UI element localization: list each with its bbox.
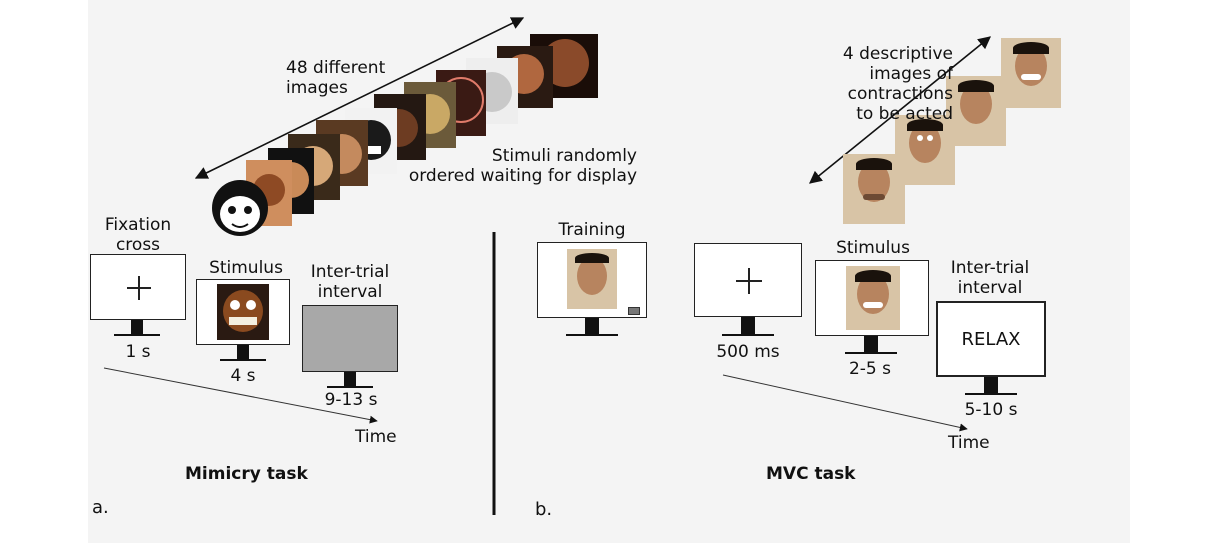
monitor-stand <box>237 345 249 359</box>
fixation-monitor-b <box>694 243 802 317</box>
monitor-base <box>327 386 373 388</box>
image-set-arrow-a <box>194 17 525 179</box>
stimulus-image-a <box>217 284 269 340</box>
training-face-image <box>567 249 617 309</box>
monitor-base <box>220 359 266 361</box>
fixation-time-b: 500 ms <box>716 342 780 362</box>
iti-monitor-a <box>302 305 398 372</box>
stimulus-label-b: Stimulus <box>836 238 910 258</box>
time-label-a: Time <box>355 427 397 447</box>
training-monitor <box>537 242 647 318</box>
stimulus-monitor-a <box>196 279 290 345</box>
panel-letter-a: a. <box>92 497 109 518</box>
task-title-b: MVC task <box>766 464 856 484</box>
fixation-cross <box>127 276 151 300</box>
iti-label-b-text: Inter-trial interval <box>950 258 1030 298</box>
images-label-b-text: 4 descriptive images of contractions to … <box>842 44 953 124</box>
monitor-base <box>114 334 160 336</box>
stimuli-label: Stimuli randomly ordered waiting for dis… <box>397 146 637 186</box>
iti-time-b: 5-10 s <box>964 400 1018 420</box>
stimulus-face-image-b <box>846 266 900 330</box>
time-arrow-a <box>103 367 378 424</box>
contraction-image <box>843 154 905 224</box>
relax-text: RELAX <box>961 329 1021 350</box>
stimulus-time-b: 2-5 s <box>848 359 892 379</box>
stimulus-time-a: 4 s <box>230 366 256 386</box>
image-set-arrow-b <box>809 36 991 184</box>
images-label-b: 4 descriptive images of contractions to … <box>765 44 953 124</box>
monitor-base <box>566 334 618 336</box>
time-arrow-b <box>722 374 968 432</box>
monitor-base <box>722 334 774 336</box>
time-label-b: Time <box>948 433 990 453</box>
monitor-base <box>845 352 897 354</box>
monitor-stand <box>131 320 143 334</box>
iti-label-a: Inter-trial interval <box>300 262 400 302</box>
contraction-image <box>946 76 1006 146</box>
training-label: Training <box>558 220 626 240</box>
iti-time-a: 9-13 s <box>324 390 378 410</box>
fixation-label-text: Fixation cross <box>104 215 172 255</box>
contraction-image <box>895 115 955 185</box>
stimulus-monitor-b <box>815 260 929 336</box>
stimuli-label-text: Stimuli randomly ordered waiting for dis… <box>408 146 637 186</box>
monitor-stand <box>344 372 356 386</box>
fixation-label: Fixation cross <box>90 215 186 255</box>
panel-letter-b: b. <box>535 499 553 520</box>
task-title-a: Mimicry task <box>185 464 308 484</box>
fixation-monitor-a <box>90 254 186 320</box>
play-icon <box>628 307 640 315</box>
fixation-cross <box>736 268 762 294</box>
images-label-a-text: 48 different images <box>286 58 386 98</box>
images-label-a: 48 different images <box>286 58 396 98</box>
monitor-stand <box>984 377 998 393</box>
contraction-image <box>1001 38 1061 108</box>
monitor-stand <box>585 318 599 334</box>
monitor-stand <box>864 336 878 352</box>
relax-monitor: RELAX <box>936 301 1046 377</box>
iti-label-a-text: Inter-trial interval <box>310 262 390 302</box>
monitor-base <box>965 393 1017 395</box>
stimulus-stack-a <box>212 34 598 236</box>
stimulus-label-a: Stimulus <box>209 258 283 278</box>
fixation-time-a: 1 s <box>125 342 151 362</box>
iti-label-b: Inter-trial interval <box>935 258 1045 298</box>
monitor-stand <box>741 317 755 334</box>
